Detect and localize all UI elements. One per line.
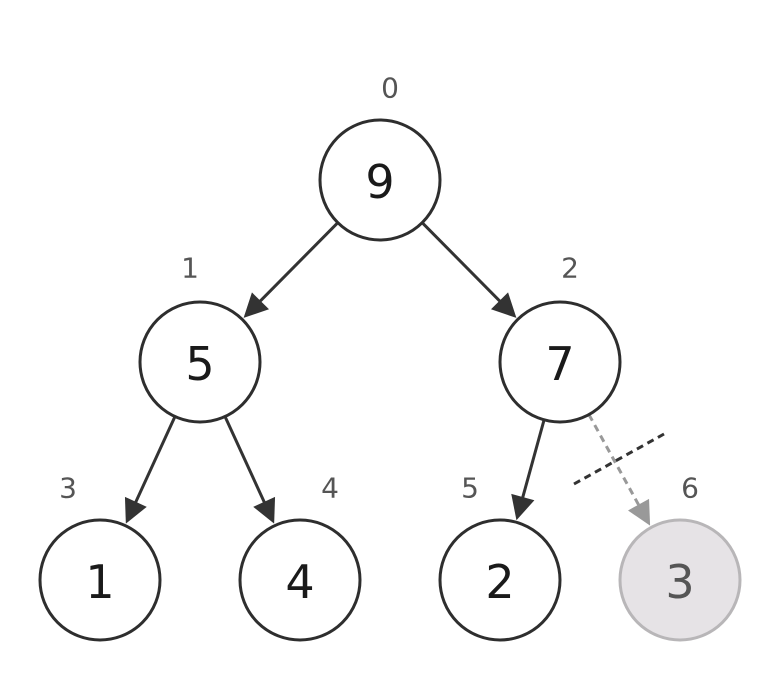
- heap-node-6: 36: [618, 472, 742, 642]
- node-index-label: 6: [681, 472, 699, 505]
- node-index-label: 0: [381, 72, 399, 105]
- node-circle: [618, 518, 742, 642]
- heap-node-4: 44: [238, 472, 362, 642]
- cut-mark: [573, 432, 665, 486]
- node-circle: [498, 300, 622, 424]
- node-circle: [318, 118, 442, 242]
- heap-node-3: 13: [38, 472, 162, 642]
- edge-n1-n3: [124, 415, 177, 524]
- node-circle: [38, 518, 162, 642]
- node-value: 3: [665, 555, 694, 609]
- edges-layer: [124, 221, 651, 526]
- edge-line: [223, 415, 268, 507]
- heap-node-2: 72: [498, 252, 622, 424]
- edge-line: [256, 221, 339, 305]
- node-index-label: 1: [181, 252, 199, 285]
- edge-line: [132, 415, 177, 507]
- node-circle: [238, 518, 362, 642]
- edge-line: [421, 221, 504, 305]
- cut-layer: [573, 432, 665, 486]
- node-circle: [138, 300, 262, 424]
- edge-line: [587, 413, 642, 509]
- edge-line: [520, 419, 546, 502]
- edge-n2-n5: [511, 419, 546, 521]
- node-circle: [438, 518, 562, 642]
- node-value: 5: [185, 337, 214, 391]
- edge-arrowhead: [490, 292, 517, 318]
- edge-n0-n1: [243, 221, 339, 318]
- node-value: 7: [545, 337, 574, 391]
- node-index-label: 5: [461, 472, 479, 505]
- heap-node-5: 25: [438, 472, 562, 642]
- edge-arrowhead: [243, 292, 270, 318]
- node-value: 9: [365, 155, 394, 209]
- heap-node-1: 51: [138, 252, 262, 424]
- edge-arrowhead: [511, 493, 535, 521]
- edge-arrowhead: [253, 496, 276, 524]
- node-value: 1: [85, 555, 114, 609]
- edge-arrowhead: [628, 498, 651, 526]
- node-value: 4: [285, 555, 314, 609]
- heap-node-0: 90: [318, 72, 442, 242]
- edge-n0-n2: [421, 221, 517, 318]
- node-index-label: 3: [59, 472, 77, 505]
- node-index-label: 4: [321, 472, 339, 505]
- node-value: 2: [485, 555, 514, 609]
- edge-n1-n4: [223, 415, 276, 524]
- node-index-label: 2: [561, 252, 579, 285]
- edge-arrowhead: [124, 496, 147, 524]
- edge-n2-n6: [587, 413, 651, 526]
